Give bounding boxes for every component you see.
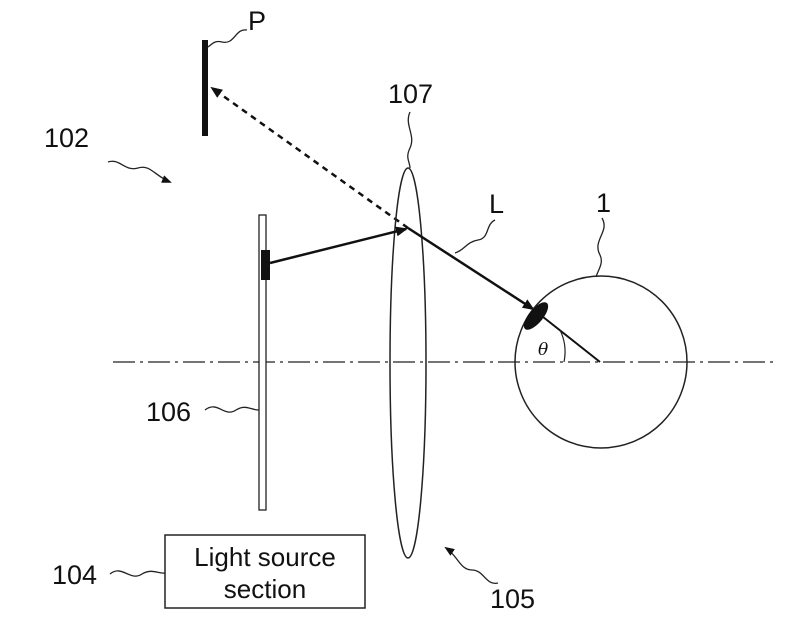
leader-105 [444,546,499,584]
label-1: 1 [596,188,611,218]
label-l: L [489,189,504,219]
pupil-spot [523,302,549,330]
leader-l [454,219,496,254]
label-p: P [248,6,266,36]
angle-arc [559,329,566,363]
label-107: 107 [388,79,433,109]
eyeball [514,275,688,449]
leader-1 [595,217,605,278]
light-source-line1: Light source [194,542,336,572]
light-emitter [261,250,270,280]
leader-102 [107,160,172,183]
leader-106 [204,406,260,413]
lens [389,167,427,559]
label-104: 104 [52,560,97,590]
label-106: 106 [146,397,191,427]
incident-ray [269,226,408,265]
light-source-section-box [164,534,366,609]
leader-104 [109,570,166,577]
ray-to-center [532,308,601,363]
light-source-line2: section [224,574,306,604]
label-105: 105 [490,584,535,614]
leader-107 [407,111,413,169]
leader-p [207,29,248,48]
reflected-ray-dashed [210,86,409,230]
label-theta: θ [538,340,548,360]
display-plate-106 [258,214,267,511]
transmitted-ray [407,226,535,311]
label-102: 102 [44,123,89,153]
